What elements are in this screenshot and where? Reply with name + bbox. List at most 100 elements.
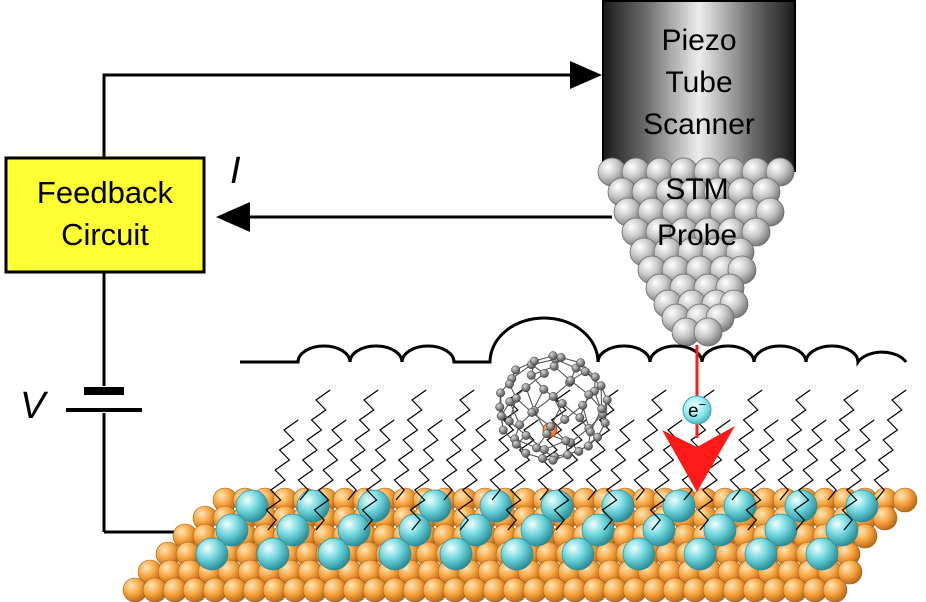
carbon-atom (576, 358, 586, 368)
electron-icon: e− (682, 395, 712, 425)
alkyl-chain (585, 389, 619, 501)
alkyl-chain (361, 419, 395, 531)
carbon-atom (590, 372, 600, 382)
cyan-atom (683, 537, 717, 571)
current-arrow-head (216, 202, 250, 232)
alkyl-chain-monolayer (265, 389, 907, 531)
electron-label: e− (688, 397, 706, 422)
alkyl-chain (777, 389, 811, 501)
cyan-atom (581, 513, 615, 547)
probe-label-line2: Probe (657, 219, 737, 252)
alkyl-chain (265, 419, 299, 531)
cyan-atom (540, 489, 574, 523)
cyan-atom (256, 537, 290, 571)
carbon-atom (498, 425, 508, 435)
atomic-lattice-icon (122, 487, 918, 602)
carbon-atom (529, 356, 539, 366)
circuit-wires (102, 73, 612, 534)
voltage-label: V (20, 385, 49, 427)
carbon-atom (511, 393, 521, 403)
cyan-atom (662, 489, 696, 523)
alkyl-chain (457, 419, 491, 531)
cyan-atom (296, 489, 330, 523)
carbon-atom (511, 439, 521, 449)
carbon-atom (574, 446, 584, 456)
cyan-atom (520, 513, 554, 547)
carbon-atom (557, 399, 567, 409)
cyan-atom (642, 513, 676, 547)
alkyl-chain (313, 419, 347, 531)
carbon-atom (580, 367, 590, 377)
alkyl-chain (297, 389, 331, 501)
carbon-atom (585, 427, 595, 437)
electron-charge: − (699, 397, 707, 412)
alkyl-chain (793, 419, 827, 531)
feedback-label-line2: Circuit (61, 217, 149, 252)
scanner-arrow-head (570, 61, 602, 89)
carbon-atom (548, 392, 558, 401)
alkyl-chain (441, 389, 475, 501)
battery-icon (66, 387, 142, 412)
carbon-atom (600, 418, 610, 428)
carbon-atom (521, 448, 531, 458)
stm-tip-icon (597, 157, 795, 347)
carbon-atom (496, 388, 506, 398)
alkyl-chain (873, 389, 907, 501)
cyan-atom (439, 537, 473, 571)
carbon-atom (539, 369, 549, 378)
feedback-label-line1: Feedback (37, 175, 174, 210)
alkyl-chain (841, 419, 875, 531)
carbon-atom (561, 436, 571, 446)
carbon-atom (539, 445, 549, 455)
carbon-atom (496, 411, 506, 421)
carbon-atom (527, 407, 537, 417)
feedback-circuit-box: Feedback Circuit (4, 156, 206, 274)
carbon-atom (548, 455, 558, 465)
cyan-atom (195, 537, 229, 571)
cyan-atom (235, 489, 269, 523)
piezo-tube-icon: Piezo Tube Scanner (602, 0, 796, 172)
fullerene-icon (495, 351, 612, 465)
cyan-atom (764, 513, 798, 547)
cyan-atom (337, 513, 371, 547)
carbon-atom (566, 376, 576, 385)
carbon-atom (560, 415, 570, 424)
alkyl-chain (633, 389, 667, 501)
carbon-atom (495, 402, 505, 412)
alkyl-chain (601, 419, 635, 531)
alkyl-chain (745, 419, 779, 531)
carbon-atom (546, 422, 556, 432)
carbon-atom (563, 450, 573, 460)
probe-atom (693, 317, 723, 347)
gold-atom (822, 577, 848, 602)
cyan-atom (378, 537, 412, 571)
scanner-label-line1: Piezo (661, 24, 736, 57)
cyan-atom (744, 537, 778, 571)
cyan-atom (561, 537, 595, 571)
alkyl-chain (825, 389, 859, 501)
carbon-atom (548, 351, 558, 361)
cyan-atom (622, 537, 656, 571)
carbon-atom (578, 400, 588, 410)
carbon-atom (515, 420, 525, 430)
carbon-atom (505, 379, 514, 389)
probe-label-line1: STM (665, 173, 728, 206)
alkyl-chain (409, 419, 443, 531)
alkyl-chain (553, 419, 587, 531)
carbon-atom (584, 390, 594, 400)
cyan-atom (703, 513, 737, 547)
carbon-atom (575, 413, 585, 423)
carbon-atom (521, 383, 531, 393)
scan-profile-line (240, 316, 908, 367)
carbon-atom (526, 370, 536, 380)
carbon-atom (539, 384, 549, 394)
alkyl-chain (489, 389, 523, 501)
probe-atom (741, 217, 771, 247)
carbon-atom (511, 365, 521, 375)
cyan-atom (805, 537, 839, 571)
carbon-atom (521, 431, 531, 440)
carbon-atom (542, 429, 552, 439)
carbon-atom (538, 454, 547, 463)
alkyl-chain (537, 389, 571, 501)
